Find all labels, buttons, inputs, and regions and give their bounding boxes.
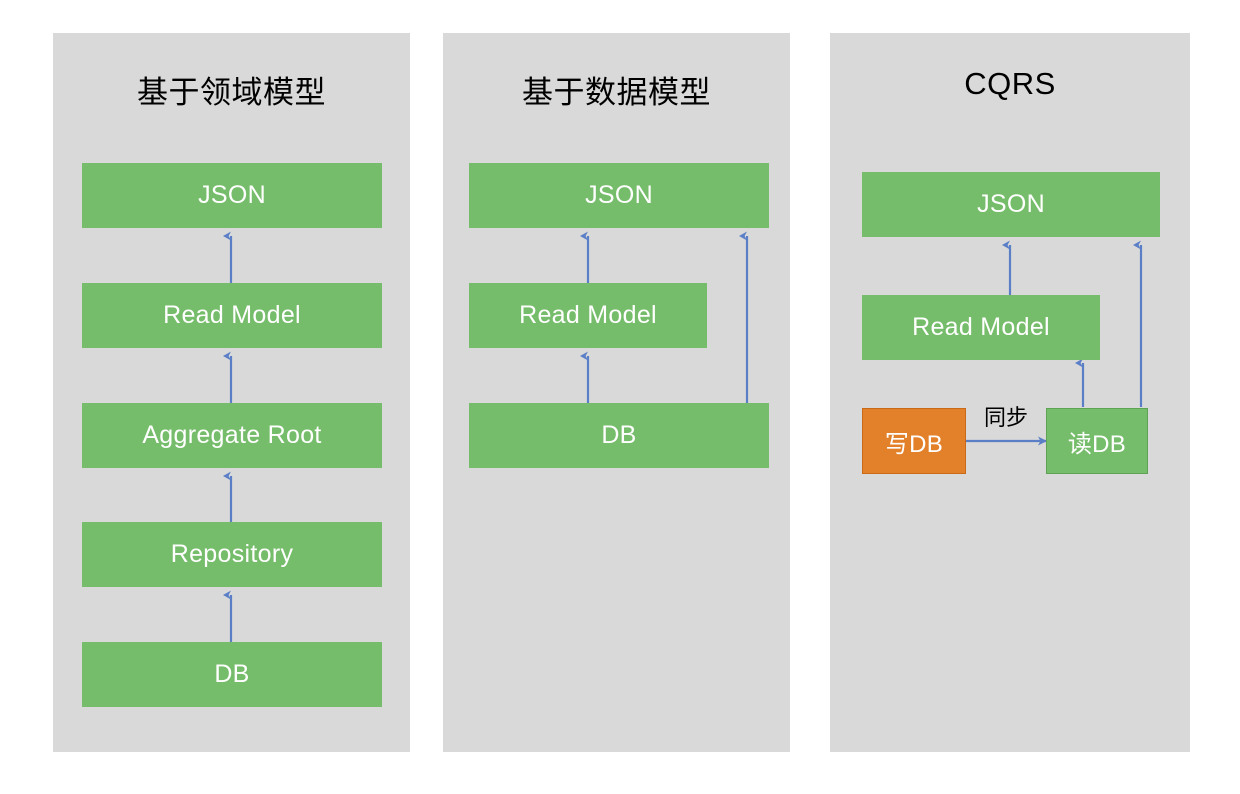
node-read-model[interactable]: Read Model (469, 283, 707, 348)
node-read-db[interactable]: 读DB (1046, 408, 1148, 474)
panel-domain-model: 基于领域模型 JSON Read Model Aggregate Root Re… (53, 33, 410, 752)
panel-data-model: 基于数据模型 JSON Read Model DB (443, 33, 790, 752)
node-db[interactable]: DB (82, 642, 382, 707)
node-aggregate-root[interactable]: Aggregate Root (82, 403, 382, 468)
node-write-db[interactable]: 写DB (862, 408, 966, 474)
edge-label-sync: 同步 (983, 405, 1028, 430)
panel-title-domain-model: 基于领域模型 (137, 75, 326, 110)
panel-title-cqrs: CQRS (964, 66, 1056, 101)
node-read-model[interactable]: Read Model (82, 283, 382, 348)
node-repository[interactable]: Repository (82, 522, 382, 587)
arrows-cqrs (966, 240, 1143, 446)
node-json[interactable]: JSON (862, 172, 1160, 237)
panel-cqrs: CQRS JSON Read Model 同步 写DB 读DB (830, 33, 1190, 752)
node-json[interactable]: JSON (82, 163, 382, 228)
panel-title-data-model: 基于数据模型 (522, 75, 711, 110)
arrows-data-model (580, 231, 749, 403)
node-db[interactable]: DB (469, 403, 769, 468)
node-json[interactable]: JSON (469, 163, 769, 228)
node-read-model[interactable]: Read Model (862, 295, 1100, 360)
